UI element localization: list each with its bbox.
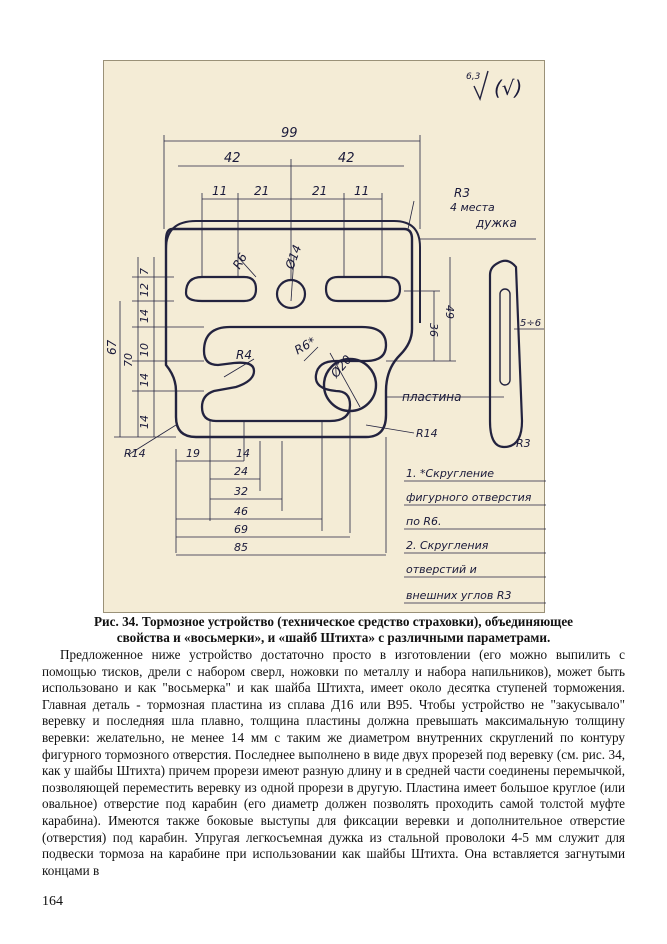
label-shackle: дужка bbox=[475, 216, 517, 230]
dim-d20: Ø20 bbox=[327, 352, 354, 381]
body-paragraph: Предложенное ниже устройство достаточно … bbox=[42, 647, 625, 878]
dim-14-a: 14 bbox=[138, 309, 151, 323]
drawing-svg: 6,3 (√) 5÷6 R3 bbox=[105, 70, 546, 604]
dim-r14-right: R14 bbox=[416, 427, 438, 440]
brake-opening bbox=[200, 325, 388, 423]
dim-r3-side: R3 bbox=[516, 437, 531, 450]
roughness-symbol bbox=[473, 70, 489, 102]
top-right-slot bbox=[324, 275, 402, 303]
small-hole bbox=[275, 278, 307, 310]
dim-99: 99 bbox=[281, 126, 298, 141]
dim-r3-top: R3 bbox=[454, 186, 470, 200]
dim-d14: Ø14 bbox=[282, 243, 304, 272]
top-left-slot bbox=[184, 275, 258, 303]
note-line-3: по R6. bbox=[406, 515, 442, 528]
dim-21-left: 21 bbox=[254, 184, 269, 198]
note-four-places: 4 места bbox=[450, 201, 495, 214]
dim-46: 46 bbox=[234, 505, 248, 518]
note-line-2: фигурного отверстия bbox=[406, 491, 532, 504]
label-plate: пластина bbox=[402, 390, 461, 404]
dim-14-c: 14 bbox=[138, 415, 151, 429]
dim-r14-left: R14 bbox=[124, 447, 146, 460]
figure-caption: Рис. 34. Тормозное устройство (техническ… bbox=[70, 614, 597, 646]
dim-69: 69 bbox=[234, 523, 248, 536]
dim-r6-star: R6* bbox=[292, 334, 318, 357]
note-line-4: 2. Скругления bbox=[406, 539, 489, 552]
roughness-check: (√) bbox=[494, 76, 522, 100]
dim-42-right: 42 bbox=[338, 151, 355, 166]
dim-85: 85 bbox=[234, 541, 248, 554]
technical-drawing: 6,3 (√) 5÷6 R3 bbox=[103, 60, 546, 613]
dim-thickness: 5÷6 bbox=[520, 318, 541, 329]
drawing-notes: 1. *Скругление фигурного отверстия по R6… bbox=[406, 467, 532, 602]
dim-49: 49 bbox=[443, 305, 456, 319]
brake-plate bbox=[164, 220, 421, 439]
side-view: 5÷6 R3 bbox=[488, 259, 544, 450]
dim-12: 12 bbox=[138, 283, 151, 297]
dim-67: 67 bbox=[105, 339, 119, 355]
dim-70: 70 bbox=[122, 353, 135, 367]
dim-11-right: 11 bbox=[354, 184, 369, 198]
roughness-value: 6,3 bbox=[466, 72, 481, 82]
dim-14-b: 14 bbox=[138, 373, 151, 387]
note-line-6: внешних углов R3 bbox=[406, 589, 512, 602]
dim-14-h: 14 bbox=[236, 447, 250, 460]
dim-r4: R4 bbox=[236, 348, 252, 362]
dim-11-left: 11 bbox=[212, 184, 227, 198]
dim-r6: R6 bbox=[230, 250, 250, 271]
dim-24: 24 bbox=[234, 465, 248, 478]
note-line-5: отверстий и bbox=[406, 563, 477, 576]
dim-19: 19 bbox=[186, 447, 200, 460]
dim-32: 32 bbox=[234, 485, 248, 498]
dim-21-right: 21 bbox=[312, 184, 327, 198]
note-line-1: 1. *Скругление bbox=[406, 467, 494, 480]
dim-10: 10 bbox=[138, 343, 151, 357]
wire-shackle bbox=[165, 220, 421, 323]
dim-36: 36 bbox=[427, 323, 440, 337]
caption-line-2: свойства и «восьмерки», и «шайб Штихта» … bbox=[116, 630, 551, 645]
dim-7: 7 bbox=[138, 268, 151, 275]
caption-line-1: Рис. 34. Тормозное устройство (техническ… bbox=[93, 614, 574, 629]
dimension-lines bbox=[114, 135, 546, 604]
page-number: 164 bbox=[42, 894, 63, 909]
dim-42-left: 42 bbox=[224, 151, 241, 166]
